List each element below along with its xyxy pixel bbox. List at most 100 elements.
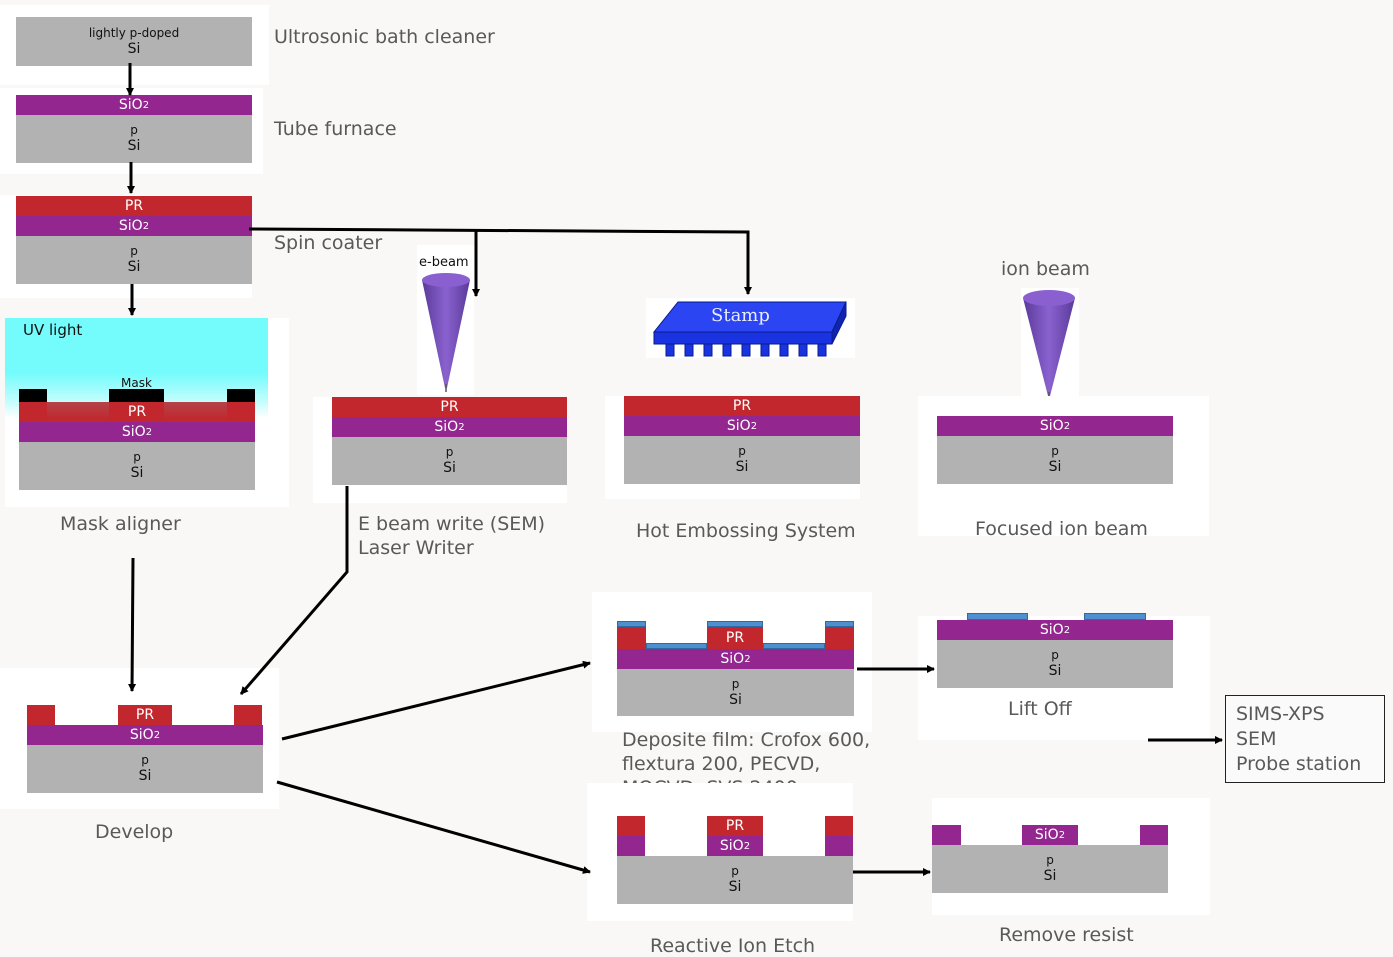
p-label: p — [141, 753, 149, 767]
develop-caption: Develop — [95, 821, 174, 843]
sio2-subscript: 2 — [1063, 624, 1071, 636]
rie-caption: Reactive Ion Etch — [650, 935, 816, 957]
lightly-doped-label: lightly p-doped — [88, 25, 180, 40]
sio2-subscript: 2 — [145, 426, 153, 438]
sio2-subscript: 2 — [743, 840, 751, 852]
si-label: Si — [729, 691, 742, 708]
sio2-label: SiO — [129, 727, 154, 743]
si-label: Si — [138, 768, 152, 784]
spin-caption: Spin coater — [274, 232, 383, 254]
sio2-subscript: 2 — [142, 220, 150, 232]
liftoff-caption: Lift Off — [1008, 698, 1072, 720]
si-substrate: lightly p-doped Si — [16, 17, 252, 66]
sio2-subscript: 2 — [458, 421, 465, 433]
pr-label: PR — [124, 198, 144, 214]
sio2-label: SiO — [1034, 827, 1059, 843]
pr-label: PR — [440, 399, 459, 415]
ion-beam-label: ion beam — [1001, 258, 1090, 280]
film-segment — [646, 643, 707, 649]
sio2-label: SiO — [720, 651, 745, 667]
embossing-caption: Hot Embossing System — [636, 520, 856, 542]
pr-layer: PR — [332, 397, 567, 417]
si-substrate: p Si — [937, 436, 1173, 484]
film-segment — [825, 621, 854, 627]
ebeam-caption: E beam write (SEM) Laser Writer — [358, 513, 546, 559]
sio2-subscript: 2 — [1063, 420, 1071, 432]
si-label: Si — [1048, 459, 1062, 475]
sio2-subscript: 2 — [153, 729, 161, 741]
sio2-block — [932, 825, 961, 845]
ebeam-label: e-beam — [419, 255, 469, 270]
clean-caption: Ultrosonic bath cleaner — [274, 26, 495, 48]
film-segment — [617, 621, 646, 627]
pr-block — [27, 705, 55, 725]
si-label: Si — [443, 460, 456, 476]
sio2-block — [1140, 825, 1168, 845]
si-substrate: p Si — [624, 436, 860, 484]
sio2-label: SiO — [719, 838, 744, 854]
sio2-label: SiO — [726, 418, 751, 434]
pr-block — [234, 705, 262, 725]
mask-label: Mask — [121, 376, 152, 390]
sio2-subscript: 2 — [750, 420, 758, 432]
pr-label: PR — [732, 398, 752, 414]
si-substrate: p Si — [932, 845, 1168, 893]
ebeam-cone-icon — [422, 273, 470, 392]
sio2-label: SiO — [121, 424, 146, 440]
pr-label: PR — [127, 404, 147, 420]
pr-block: PR — [707, 627, 763, 649]
si-substrate: p Si — [937, 640, 1173, 688]
p-label: p — [731, 864, 739, 878]
pr-label: PR — [135, 707, 155, 723]
p-label: p — [731, 676, 740, 691]
sio2-label: SiO — [118, 97, 143, 113]
p-label: p — [1046, 853, 1054, 867]
uv-light-label: UV light — [23, 321, 83, 339]
si-label: Si — [130, 465, 144, 481]
arrow-develop-to-rie — [276, 780, 591, 874]
p-label: p — [1051, 648, 1059, 662]
sio2-subscript: 2 — [744, 653, 751, 665]
si-label: Si — [127, 259, 141, 275]
pr-block: PR — [118, 705, 172, 725]
sio2-block — [825, 836, 853, 856]
mask-block — [19, 389, 47, 402]
si-label: Si — [735, 459, 749, 475]
pr-block — [617, 627, 646, 649]
stamp-label: Stamp — [711, 305, 770, 326]
si-label: Si — [1043, 868, 1057, 884]
mask-block — [109, 389, 164, 402]
p-label: p — [130, 123, 138, 137]
si-substrate: p Si — [19, 442, 255, 490]
pr-layer: PR — [624, 396, 860, 416]
fib-caption: Focused ion beam — [975, 518, 1148, 540]
pr-block — [617, 816, 645, 836]
si-label: Si — [127, 40, 141, 57]
mask-aligner-caption: Mask aligner — [60, 513, 181, 535]
si-substrate: p Si — [617, 856, 853, 904]
pr-label: PR — [725, 630, 745, 646]
oxidation-caption: Tube furnace — [274, 118, 397, 140]
p-label: p — [133, 450, 141, 464]
si-substrate: p Si — [16, 236, 252, 284]
pr-block — [825, 627, 854, 649]
si-label: Si — [728, 879, 742, 895]
sio2-label: SiO — [1039, 418, 1064, 434]
sio2-block — [617, 836, 645, 856]
arrow-ebeam-to-develop — [239, 486, 349, 695]
exposed-pr-region — [47, 402, 109, 420]
pr-block — [825, 816, 853, 836]
si-label: Si — [127, 138, 141, 154]
exposed-pr-region — [164, 402, 227, 420]
film-segment — [763, 643, 825, 649]
